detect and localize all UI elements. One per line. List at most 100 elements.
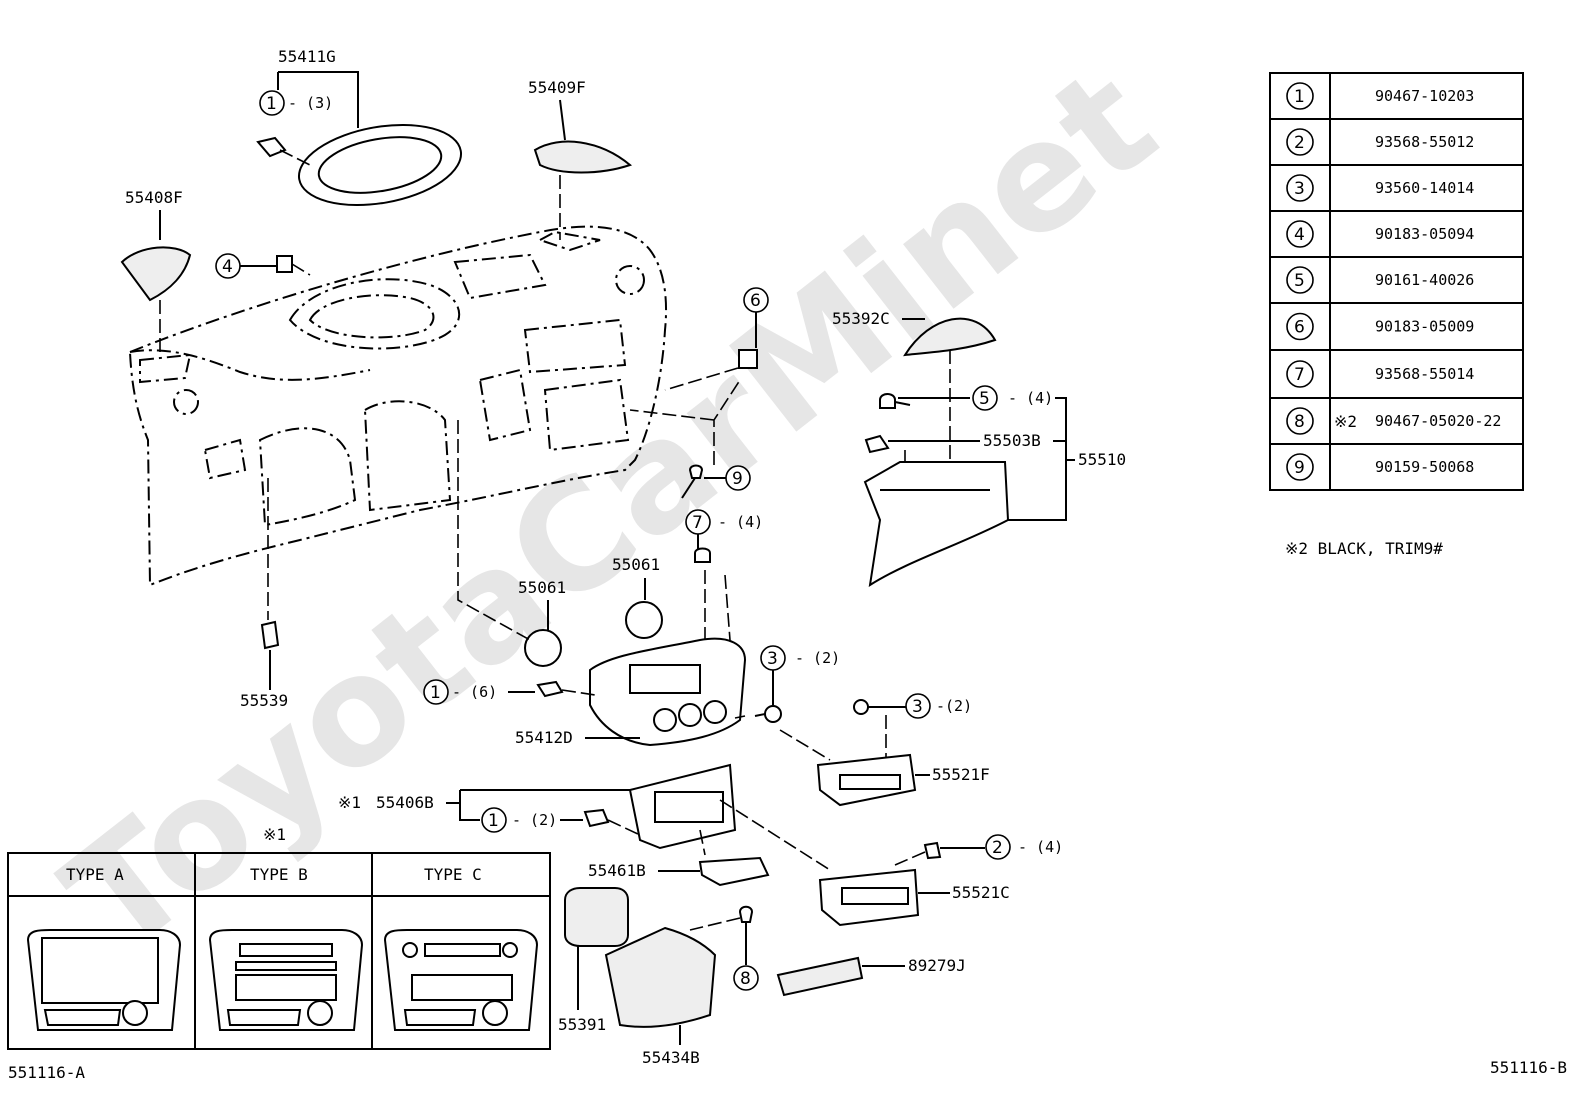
- svg-text:55510: 55510: [1078, 450, 1126, 469]
- callout-number-icon: [1286, 266, 1314, 294]
- svg-text:- (4): - (4): [718, 513, 763, 531]
- parts-row-number: 90161-40026: [1375, 271, 1474, 289]
- type-b-illustration: [208, 929, 364, 1031]
- part-55408F: 55408F: [120, 188, 192, 352]
- parts-row-number: 93560-14014: [1375, 179, 1474, 197]
- instrument-panel: [128, 225, 668, 587]
- svg-text:55061: 55061: [518, 578, 566, 597]
- callout-number-icon: [1286, 174, 1314, 202]
- svg-text:3: 3: [767, 649, 778, 669]
- callout-1-low: 1 - (2): [481, 807, 641, 836]
- parts-table-row: 1 90467-10203: [1286, 82, 1474, 110]
- callout-1-top: 1 - (3): [259, 90, 333, 116]
- callout-9: 9: [629, 379, 751, 499]
- part-55061-left: 55061: [457, 420, 566, 667]
- part-55411G: 55411G 1 - (3): [256, 47, 463, 207]
- watermark: ToyotaCarMinet: [35, 35, 1187, 988]
- svg-text:※1: ※1: [263, 825, 286, 844]
- parts-table-row: 4 90183-05094: [1270, 210, 1523, 248]
- callout-7: 7 - (4): [685, 509, 763, 650]
- svg-text:-(2): -(2): [936, 697, 972, 715]
- parts-row-num: 2: [1294, 133, 1305, 153]
- label-55392C: 55392C: [832, 309, 890, 328]
- label-55411G: 55411G: [278, 47, 336, 66]
- type-c-illustration: [383, 929, 539, 1031]
- type-header-a: TYPE A: [66, 865, 124, 884]
- part-55521C: 55521C: [818, 868, 1010, 927]
- callout-2: 2 - (4): [719, 799, 1063, 871]
- svg-text:6: 6: [750, 291, 761, 311]
- parts-table-row: 3 93560-14014: [1270, 164, 1523, 202]
- svg-text:7: 7: [692, 513, 703, 533]
- part-55391: 55391: [558, 887, 629, 1034]
- svg-text:- (3): - (3): [288, 94, 333, 112]
- part-89279J: 89279J: [776, 956, 966, 997]
- type-table: ※1 TYPE A TYPE B TYPE C: [7, 825, 551, 1050]
- part-55392C: 55392C: [832, 309, 997, 462]
- parts-row-number: 90183-05009: [1375, 318, 1474, 336]
- callout-6: 6: [664, 287, 769, 391]
- svg-text:5: 5: [979, 389, 990, 409]
- parts-row-num: 7: [1294, 365, 1305, 385]
- part-55434B: 55434B: [604, 926, 717, 1067]
- part-55503B: 55503B: [864, 431, 1066, 480]
- callout-number-icon: [1286, 360, 1314, 388]
- parts-row-num: 6: [1294, 318, 1305, 338]
- parts-table-row: 2 93568-55012: [1270, 118, 1523, 156]
- svg-text:1: 1: [430, 683, 441, 703]
- part-55461B: 55461B: [588, 829, 770, 887]
- parts-table-row: 6 90183-05009: [1270, 302, 1523, 341]
- parts-row-num: 1: [1294, 87, 1305, 107]
- parts-row-num: 4: [1294, 225, 1305, 245]
- type-a-illustration: [26, 929, 182, 1031]
- parts-row-number: 90467-05020-22: [1375, 412, 1501, 430]
- callout-number-icon: [1286, 453, 1314, 481]
- label-55408F: 55408F: [125, 188, 183, 207]
- callout-number-icon: [1286, 82, 1314, 110]
- svg-text:55061: 55061: [612, 555, 660, 574]
- svg-text:- (2): - (2): [795, 649, 840, 667]
- callout-5: 5 - (4): [879, 385, 1067, 521]
- svg-text:55412D: 55412D: [515, 728, 573, 747]
- type-header-b: TYPE B: [250, 865, 308, 884]
- parts-row-number: 93568-55012: [1375, 133, 1474, 151]
- part-55521F: 55521F: [816, 753, 990, 807]
- svg-text:2: 2: [992, 838, 1003, 858]
- parts-table: 1 90467-10203 2 93568-55012 3 93560-14014 4 901…: [1269, 72, 1524, 491]
- svg-text:- (4): - (4): [1018, 838, 1063, 856]
- callout-8: 8: [689, 905, 759, 991]
- callout-number-icon: [1286, 128, 1314, 156]
- parts-table-note: ※2 BLACK, TRIM9#: [1285, 539, 1443, 558]
- svg-text:55406B: 55406B: [376, 793, 434, 812]
- part-55539: 55539: [240, 478, 288, 710]
- svg-text:55434B: 55434B: [642, 1048, 700, 1067]
- svg-text:1: 1: [488, 811, 499, 831]
- part-55412D: 55412D: [515, 637, 747, 747]
- svg-text:55503B: 55503B: [983, 431, 1041, 450]
- callout-1-mid: 1 - (6): [423, 679, 596, 705]
- svg-text:55539: 55539: [240, 691, 288, 710]
- parts-row-prefix: ※2: [1334, 412, 1357, 431]
- footer-left: 551116-A: [8, 1063, 85, 1082]
- svg-text:55521C: 55521C: [952, 883, 1010, 902]
- parts-row-number: 90467-10203: [1375, 87, 1474, 105]
- svg-text:※1: ※1: [338, 793, 361, 812]
- callout-number-icon: [1286, 312, 1314, 341]
- svg-text:- (2): - (2): [512, 811, 557, 829]
- parts-row-num: 3: [1294, 179, 1305, 199]
- part-55406B: ※1 55406B: [338, 763, 737, 850]
- callout-3-a: 3 - (2): [734, 645, 840, 761]
- svg-text:9: 9: [732, 469, 743, 489]
- parts-row-number: 90183-05094: [1375, 225, 1474, 243]
- parts-row-num: 9: [1294, 458, 1305, 478]
- part-55061-right: 55061: [612, 555, 663, 639]
- svg-text:3: 3: [912, 697, 923, 717]
- svg-text:- (4): - (4): [1008, 389, 1053, 407]
- callout-3-b: 3 -(2): [853, 693, 972, 760]
- svg-text:55461B: 55461B: [588, 861, 646, 880]
